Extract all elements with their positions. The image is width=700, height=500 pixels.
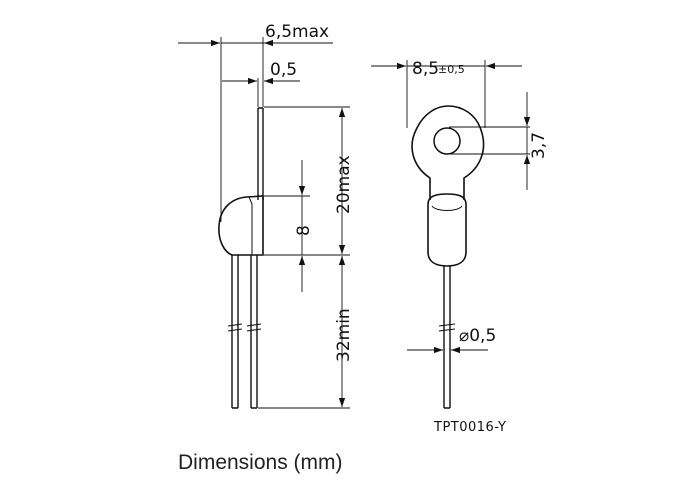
dim-hole-diameter: 3,7 (529, 132, 549, 159)
side-view (178, 37, 350, 409)
side-body-highlight (248, 196, 253, 255)
front-view (371, 60, 531, 409)
front-body-outline (427, 193, 467, 267)
dim-tab-width-tolerance: ±0,5 (438, 63, 465, 76)
caption: Dimensions (mm) (178, 451, 343, 474)
dim-lead-length-min: 32min (334, 308, 354, 362)
side-body-outline (218, 195, 264, 256)
front-lead-break (438, 323, 456, 332)
dim-body-length-max: 20max (334, 155, 354, 214)
drawing-code: TPT0016-Y (433, 420, 506, 435)
front-hole (433, 127, 461, 155)
front-body-inner (431, 205, 463, 211)
dim-body-height: 8 (294, 225, 314, 236)
dim-lead-diameter: ⌀0,5 (459, 326, 496, 346)
side-tab-outline (257, 107, 264, 200)
dim-lead-thickness: 0,5 (270, 60, 297, 80)
side-leads (231, 255, 258, 409)
front-tab-outline (411, 105, 485, 200)
side-lead-break (227, 323, 262, 332)
dim-tab-width: 8,5 (412, 59, 439, 79)
dim-width-max: 6,5max (265, 22, 329, 42)
front-lead (443, 266, 451, 409)
